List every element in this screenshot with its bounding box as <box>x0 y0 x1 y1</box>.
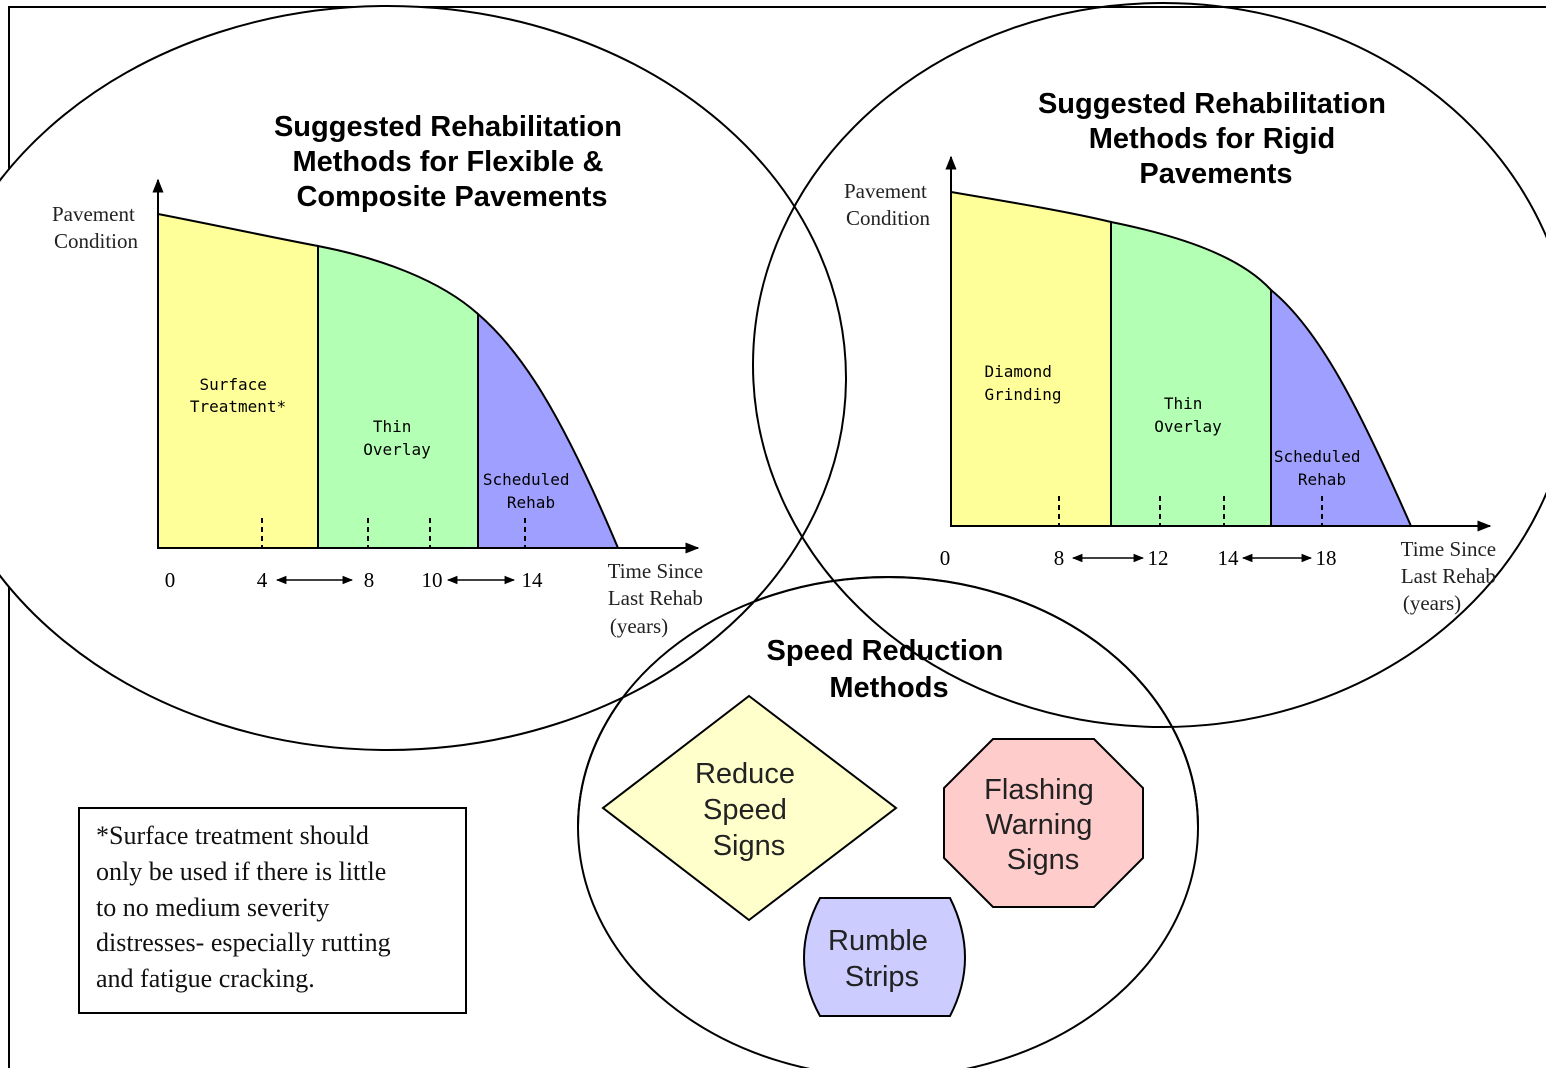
rigid-region-label-thin: Thin Overlay <box>1154 394 1222 436</box>
flexible-region-thin-overlay <box>317 244 479 549</box>
flexible-chart: Surface Treatment* Thin Overlay Schedule… <box>52 111 709 638</box>
rigid-region-label-diamond: Diamond Grinding <box>984 362 1061 404</box>
footnote-text: *Surface treatment should only be used i… <box>96 821 397 993</box>
flexible-tick-8: 8 <box>364 568 375 592</box>
flexible-tick-10: 10 <box>422 568 443 592</box>
rumble-strips-shape <box>803 897 966 1017</box>
reduce-speed-signs-diamond <box>601 694 898 922</box>
footnote-box: *Surface treatment should only be used i… <box>78 807 467 1014</box>
rigid-tick-14: 14 <box>1218 546 1240 570</box>
rigid-tick-8: 8 <box>1054 546 1065 570</box>
flexible-region-label-thin: Thin Overlay <box>363 417 431 459</box>
rigid-x-axis-label: Time Since Last Rehab (years) <box>1401 537 1502 615</box>
flashing-warning-signs-label: Flashing Warning Signs <box>984 774 1102 876</box>
rigid-region-thin-overlay <box>1110 220 1272 527</box>
rigid-pavement-circle <box>752 2 1546 728</box>
rigid-region-diamond-grinding <box>950 190 1112 527</box>
flexible-title: Suggested Rehabilitation Methods for Fle… <box>274 111 630 213</box>
footnote-border <box>78 807 467 1014</box>
rumble-strips-label: Rumble Strips <box>828 925 936 993</box>
flexible-tick-4: 4 <box>257 568 268 592</box>
rigid-y-axis-label: Pavement Condition <box>844 179 932 230</box>
rigid-region-label-scheduled: Scheduled Rehab <box>1274 447 1370 489</box>
flexible-tick-0: 0 <box>165 568 176 592</box>
rigid-chart: Diamond Grinding Thin Overlay Scheduled … <box>844 88 1502 615</box>
rigid-tick-0: 0 <box>940 546 951 570</box>
flexible-y-axis-label: Pavement Condition <box>52 202 140 253</box>
flexible-region-label-surface: Surface Treatment* <box>190 375 286 416</box>
rigid-tick-18: 18 <box>1316 546 1337 570</box>
flexible-x-axis-label: Time Since Last Rehab (years) <box>608 559 709 638</box>
rigid-title: Suggested Rehabilitation Methods for Rig… <box>1038 88 1394 190</box>
flexible-region-label-scheduled: Scheduled Rehab <box>483 470 579 512</box>
reduce-speed-signs-label: Reduce Speed Signs <box>695 758 803 862</box>
rigid-tick-12: 12 <box>1148 546 1169 570</box>
rigid-region-scheduled-rehab <box>1270 287 1413 527</box>
speed-circle-arc <box>577 576 1199 828</box>
flexible-region-scheduled-rehab <box>477 311 620 549</box>
flexible-tick-14: 14 <box>522 568 544 592</box>
speed-reduction-group: Speed Reduction Methods Reduce Speed Sig… <box>601 635 1144 1017</box>
speed-reduction-title: Speed Reduction Methods <box>767 635 1012 704</box>
flashing-warning-signs-octagon <box>943 738 1144 908</box>
